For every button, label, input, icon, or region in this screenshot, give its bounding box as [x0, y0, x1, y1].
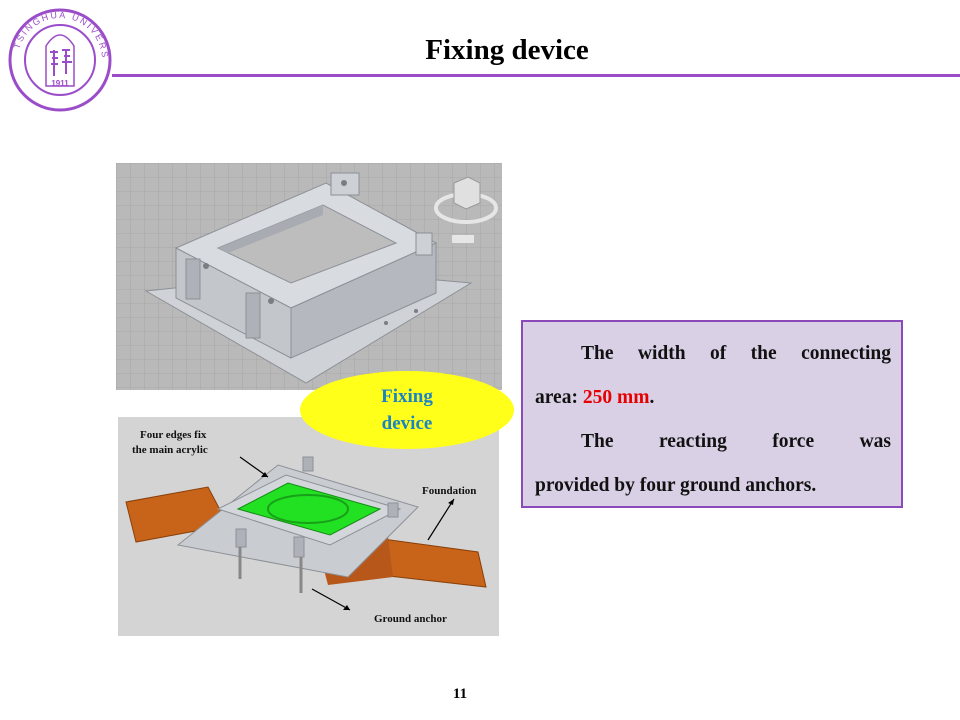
fixing-device-callout: Fixing device — [300, 371, 514, 449]
logo-year: 1911 — [51, 79, 69, 88]
university-logo: 1911 TSINGHUA UNIVERSITY — [6, 6, 112, 112]
p2-word: reacting — [658, 431, 727, 452]
p1-word: The — [581, 343, 614, 364]
annotation-ground-anchor: Ground anchor — [374, 613, 447, 625]
p1-rest-prefix: area: — [535, 387, 583, 408]
paragraph-1-line-1: The width of the connecting — [535, 332, 891, 376]
title-underline — [112, 74, 960, 77]
p1-rest-suffix: . — [649, 387, 655, 408]
callout-line-2: device — [381, 413, 433, 434]
p2-word: was — [859, 431, 891, 452]
paragraph-2-line-1: The reacting force was — [535, 420, 891, 464]
p2-word: The — [581, 431, 614, 452]
width-value: 250 mm — [582, 387, 650, 408]
callout-line-1: Fixing — [381, 386, 433, 407]
p1-word: width — [637, 343, 686, 364]
fixing-frame-cad-image — [116, 163, 502, 390]
annotation-four-edges-1: Four edges fix — [140, 429, 207, 441]
annotation-four-edges-2: the main acrylic — [132, 444, 208, 456]
p1-word: the — [750, 343, 777, 364]
p1-word: connecting — [801, 343, 891, 364]
annotation-foundation: Foundation — [422, 485, 476, 497]
p1-word: of — [710, 343, 727, 364]
p2-word: force — [772, 431, 815, 452]
description-textbox: The width of the connecting area: 250 mm… — [521, 320, 903, 508]
paragraph-2-line-2: provided by four ground anchors. — [535, 475, 817, 496]
assembly-annotated-image: Four edges fix the main acrylic Foundati… — [118, 417, 499, 636]
paragraph-1-line-2: area: 250 mm. — [535, 376, 891, 420]
page-number: 11 — [452, 686, 468, 702]
page-title: Fixing device — [425, 34, 589, 66]
